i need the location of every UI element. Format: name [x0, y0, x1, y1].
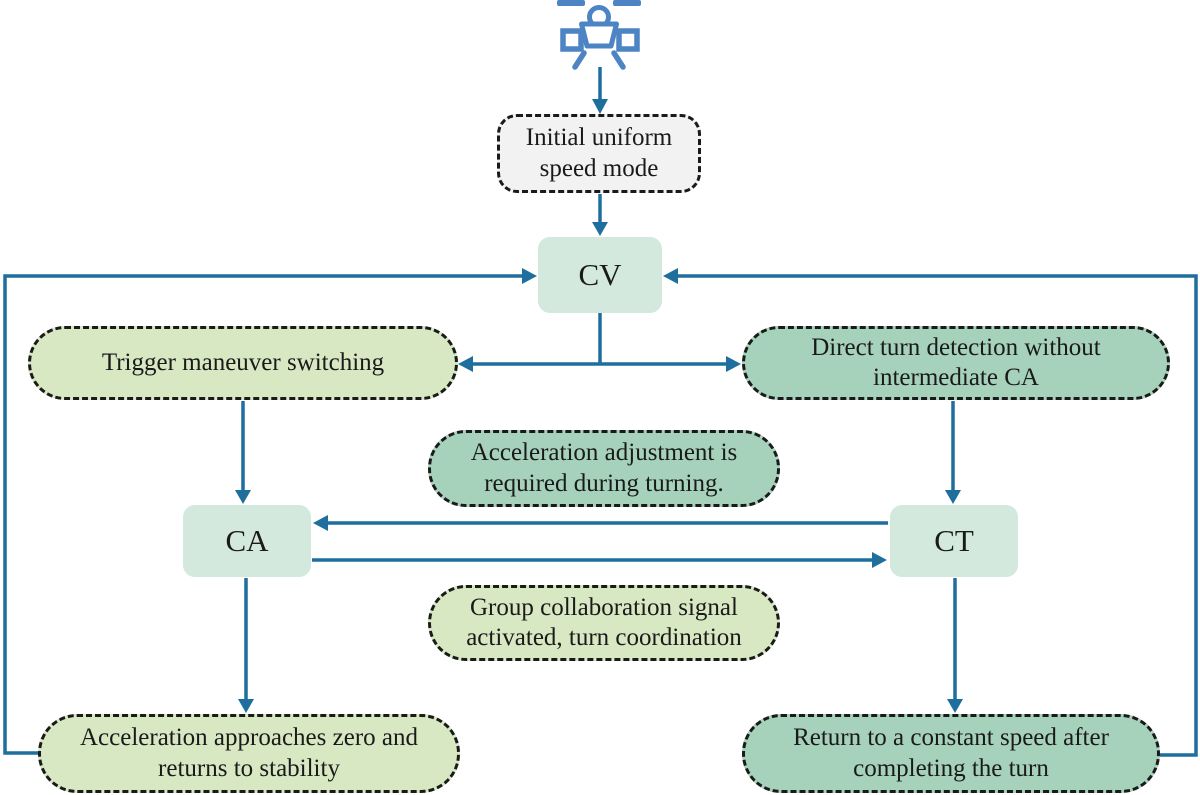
node-cv: CV — [538, 237, 662, 313]
satellite-panel-bar-right — [613, 0, 641, 6]
arrowhead-accel-zero-to-cv — [522, 268, 537, 284]
node-ct: CT — [890, 505, 1018, 577]
node-acceleration-approaches-zero: Acceleration approaches zero and returns… — [38, 714, 460, 793]
satellite-icon — [557, 0, 641, 70]
arrowhead-trigger-to-ca — [235, 490, 251, 504]
arrowhead-direct-turn-to-ct — [945, 490, 961, 504]
arrowhead-initial-to-cv — [592, 222, 608, 236]
arrowhead-ca-to-ct — [872, 552, 887, 568]
satellite-beam-right — [611, 50, 626, 70]
node-group-collaboration-signal: Group collaboration signal activated, tu… — [428, 585, 780, 661]
arrowhead-cv-to-trigger — [458, 356, 473, 372]
satellite-panel-left — [560, 28, 584, 52]
node-trigger-maneuver-switching: Trigger maneuver switching — [28, 326, 458, 400]
node-ca: CA — [183, 505, 311, 577]
arrowhead-cv-to-direct-turn — [726, 356, 741, 372]
satellite-panel-bar-left — [557, 0, 585, 6]
arrowhead-ct-to-return-speed — [947, 699, 963, 713]
node-direct-turn-detection: Direct turn detection without intermedia… — [742, 326, 1170, 400]
edge-accel-zero-to-cv — [3, 274, 523, 755]
arrowhead-ct-to-ca — [313, 515, 328, 531]
arrowhead-satellite-to-initial — [592, 99, 608, 114]
node-acceleration-adjustment: Acceleration adjustment is required duri… — [428, 430, 780, 507]
satellite-panel-right — [616, 28, 640, 52]
arrowhead-return-speed-to-cv — [663, 268, 678, 284]
node-initial-uniform-speed-mode: Initial uniform speed mode — [497, 114, 701, 193]
edge-return-speed-to-cv — [677, 274, 1198, 757]
satellite-beam-left — [572, 50, 587, 70]
arrowhead-ca-to-accel-zero — [238, 699, 254, 713]
node-return-to-constant-speed: Return to a constant speed after complet… — [742, 714, 1160, 793]
satellite-body — [579, 21, 619, 49]
